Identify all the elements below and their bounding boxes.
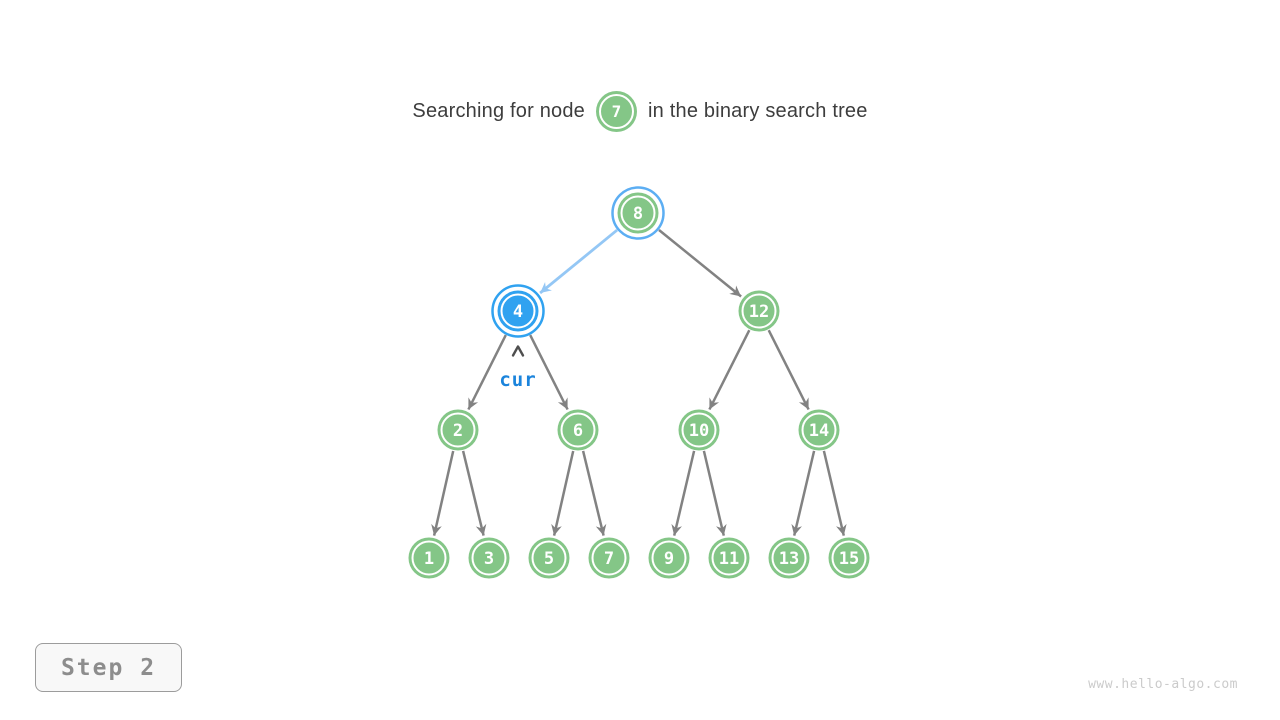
tree-node-14: 14 [798,409,840,451]
tree-edge-8-4 [539,229,618,295]
tree-node-1: 1 [408,537,450,579]
cur-pointer-label: cur [499,369,536,391]
tree-node-value: 15 [839,549,859,569]
title-target-node: 7 [599,93,635,129]
tree-node-value: 12 [749,302,769,322]
tree-edge-10-11 [702,450,727,536]
tree-edge-12-10 [708,329,751,411]
tree-node-value: 8 [633,204,643,224]
tree-node-value: 7 [604,549,614,569]
cur-pointer-caret-icon [511,345,525,357]
tree-node-value: 1 [424,549,434,569]
tree-node-4: 4 [491,284,545,338]
tree-node-2: 2 [437,409,479,451]
step-label: Step 2 [60,654,157,681]
tree-node-13: 13 [768,537,810,579]
title-target-node-value: 7 [611,101,622,121]
tree-edge-2-3 [461,450,487,536]
tree-edge-2-1 [431,450,455,536]
tree-node-value: 14 [809,421,829,441]
tree-node-11: 11 [708,537,750,579]
tree-node-value: 9 [664,549,674,569]
tree-edge-12-14 [767,329,810,411]
title-text-prefix: Searching for node [412,99,586,122]
tree-edge-6-5 [551,450,575,536]
tree-node-value: 10 [689,421,709,441]
diagram-title: Searching for node 7 in the binary searc… [0,86,1280,136]
tree-edge-6-7 [581,450,607,536]
tree-edge-14-13 [791,450,816,536]
tree-node-5: 5 [528,537,570,579]
tree-node-3: 3 [468,537,510,579]
tree-node-value: 3 [484,549,494,569]
tree-node-value: 13 [779,549,799,569]
watermark: www.hello-algo.com [1088,677,1238,692]
tree-edge-4-2 [467,334,507,411]
tree-node-value: 2 [453,421,463,441]
tree-edge-8-12 [658,229,742,298]
tree-node-6: 6 [557,409,599,451]
tree-edge-10-9 [671,450,696,536]
step-badge: Step 2 [35,643,182,692]
title-text-suffix: in the binary search tree [648,99,868,122]
tree-edge-14-15 [822,450,847,536]
tree-edge-4-6 [529,334,569,411]
tree-node-value: 5 [544,549,554,569]
tree-node-10: 10 [678,409,720,451]
tree-node-12: 12 [738,290,780,332]
tree-node-value: 6 [573,421,583,441]
tree-node-value: 4 [513,302,523,322]
tree-node-7: 7 [588,537,630,579]
tree-node-value: 11 [719,549,739,569]
tree-node-15: 15 [828,537,870,579]
tree-node-8: 8 [611,186,665,240]
tree-node-9: 9 [648,537,690,579]
